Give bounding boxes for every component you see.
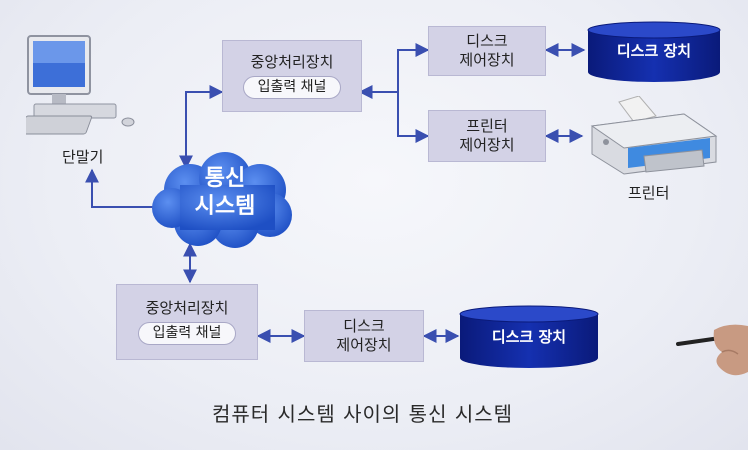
computer-terminal-icon <box>26 35 135 135</box>
cloud-label-line2: 시스템 <box>194 194 256 219</box>
top-io-channel: 입출력 채널 <box>242 76 342 99</box>
disk-device-bottom-cylinder <box>459 305 599 368</box>
top-cpu-box: 중앙처리장치 입출력 채널 <box>222 40 362 112</box>
disk-controller-bottom: 디스크 제어장치 <box>304 310 424 362</box>
printer-icon <box>590 96 718 175</box>
cloud-topcpu-link <box>179 85 224 170</box>
disk-controller-top-line1: 디스크 <box>466 32 508 50</box>
bottom-cpu-box: 중앙처리장치 입출력 채널 <box>116 284 258 360</box>
hand-with-pen-icon <box>676 324 748 376</box>
disk-controller-top: 디스크 제어장치 <box>428 26 546 76</box>
printer-label: 프린터 <box>628 184 670 202</box>
cloud-label-line1: 통신 <box>204 166 246 191</box>
disk-controller-top-line2: 제어장치 <box>459 51 515 69</box>
cloud-shape <box>152 152 292 248</box>
disk-controller-bottom-line1: 디스크 <box>343 317 385 335</box>
printer-controller-line1: 프린터 <box>466 117 508 135</box>
topcpu-printerctrl-link <box>397 92 430 143</box>
printer-controller-line2: 제어장치 <box>459 136 515 154</box>
disk-controller-bottom-line2: 제어장치 <box>336 336 392 354</box>
diagram-caption: 컴퓨터 시스템 사이의 통신 시스템 <box>212 402 514 426</box>
printer-controller: 프린터 제어장치 <box>428 110 546 162</box>
disk-device-top-cylinder <box>587 21 721 82</box>
topcpu-diskctrl-link <box>358 43 430 99</box>
top-cpu-title: 중앙처리장치 <box>250 53 334 71</box>
disk-device-bottom-label: 디스크 장치 <box>491 328 567 346</box>
terminal-label: 단말기 <box>62 148 104 166</box>
bottom-cpu-title: 중앙처리장치 <box>145 299 229 317</box>
terminal-cloud-link <box>85 168 160 208</box>
disk-device-top-label: 디스크 장치 <box>616 42 692 60</box>
cloud-label: 통신 시스템 <box>150 165 300 221</box>
bottom-io-channel: 입출력 채널 <box>137 322 237 345</box>
